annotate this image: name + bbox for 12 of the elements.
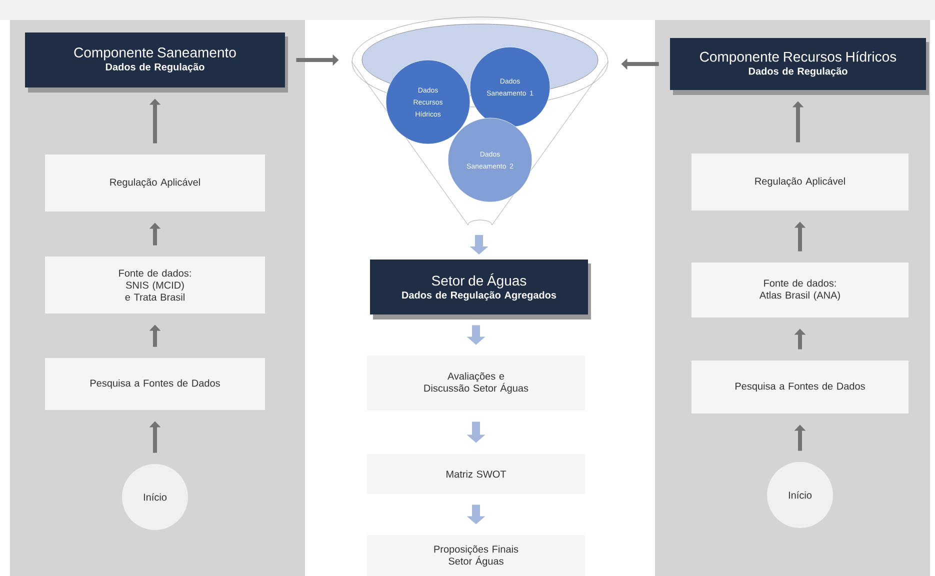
step-box: Fonte de dados: SNIS (MCID) e Trata Brasil: [45, 256, 265, 314]
header-box: Componente Saneamento Dados de Regulação: [25, 32, 288, 92]
step-box: Avaliações e Discussão Setor Águas: [367, 356, 585, 410]
header-box: Componente Recursos Hídricos Dados de Regulação: [670, 38, 929, 95]
header-box: Setor de Águas Dados de Regulação Agregados: [370, 260, 591, 320]
step-box: Matriz SWOT: [367, 454, 585, 494]
step-box: Proposições Finais Setor Águas: [367, 535, 585, 576]
step-box: Pesquisa a Fontes de Dados: [45, 358, 265, 410]
step-box: Regulação Aplicável: [45, 154, 265, 212]
step-box: Pesquisa a Fontes de Dados: [692, 360, 908, 414]
step-box: Fonte de dados: Atlas Brasil (ANA): [692, 262, 908, 318]
step-box: Regulação Aplicável: [692, 154, 908, 210]
